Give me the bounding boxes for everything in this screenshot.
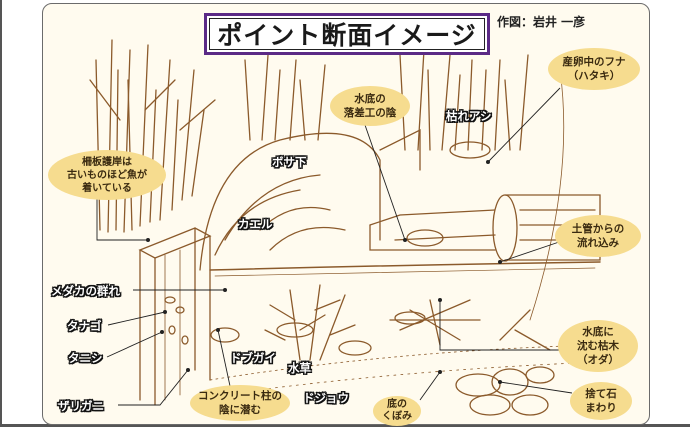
bubble-sheet-pile: 柵板護岸は 古いものほど魚が 着いている	[48, 150, 166, 200]
bubble-bottom-hollow: 底の くぼみ	[373, 396, 421, 426]
bubble-spawning-funa: 産卵中のフナ （ハタキ）	[548, 48, 640, 90]
label-tanago: タナゴ	[67, 319, 102, 333]
bubble-rock-pile: 捨て石 まわり	[570, 382, 632, 420]
weir	[369, 128, 496, 251]
label-frog: カエル	[238, 217, 273, 231]
rock-pile	[455, 366, 555, 416]
bubble-concrete-pillar: コンクリート柱の 陰に潜む	[190, 385, 290, 421]
label-loach: ドジョウ	[303, 391, 349, 405]
sunken-branches	[389, 299, 551, 351]
illustration-credit: 作図：岩井 一彦	[497, 15, 586, 29]
label-tanishi: タニシ	[68, 351, 103, 365]
sheet-pile-wall	[138, 227, 212, 406]
waterweed	[264, 284, 356, 361]
label-medaka: メダカの群れ	[51, 284, 120, 298]
frame-left-edge	[0, 0, 2, 427]
frame-bottom-edge	[0, 424, 690, 427]
label-mussel: ドブガイ	[230, 351, 276, 365]
label-bosa-shita: ボサ下	[272, 155, 307, 169]
label-dead-reeds: 枯れアシ	[446, 109, 492, 123]
bubble-culvert-inflow: 土管からの 流れ込み	[555, 215, 641, 257]
reeds-left	[89, 39, 216, 233]
bubble-sunken-wood: 水底に 沈む枯木 （オダ）	[558, 320, 638, 372]
label-waterweed: 水草	[288, 361, 311, 375]
label-crayfish: ザリガニ	[58, 399, 104, 413]
bubble-underwater-drop: 水底の 落差工の陰	[330, 86, 410, 126]
title-banner: ポイント断面イメージ	[204, 13, 490, 55]
page-title: ポイント断面イメージ	[217, 21, 477, 50]
